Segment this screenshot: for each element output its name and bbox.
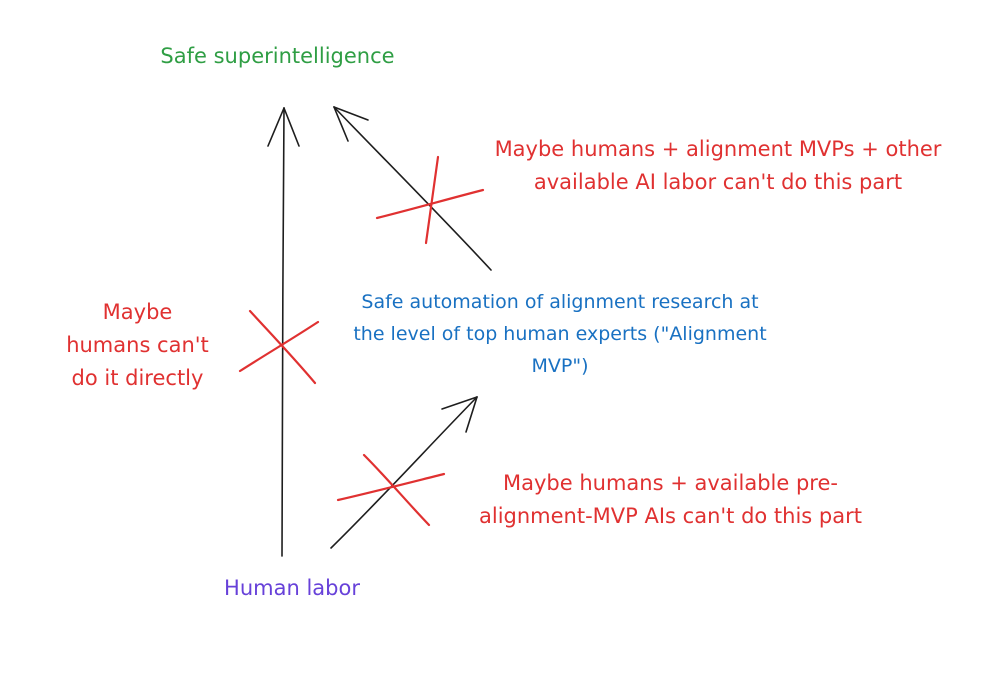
blocker-label-line: Maybe bbox=[102, 300, 173, 324]
mvp-to-goal-cross-mark-icon bbox=[375, 155, 485, 245]
direct-path-blocker-label: Maybe humans can't do it directly bbox=[30, 296, 245, 395]
goal-label-text: Safe superintelligence bbox=[160, 44, 395, 68]
start-label-text: Human labor bbox=[224, 576, 360, 600]
mvp-to-goal-blocker-label: Maybe humans + alignment MVPs + other av… bbox=[463, 133, 973, 199]
direct-path-cross-mark-icon bbox=[238, 309, 320, 385]
blocker-label-line: Maybe humans + available pre- bbox=[503, 471, 838, 495]
intermediate-label-line: Safe automation of alignment research at bbox=[361, 291, 759, 313]
blocker-label-line: Maybe humans + alignment MVPs + other bbox=[494, 137, 942, 161]
intermediate-label-line: the level of top human experts ("Alignme… bbox=[353, 323, 767, 345]
direct-path-arrow-icon bbox=[267, 107, 300, 557]
blocker-label-line: do it directly bbox=[71, 366, 204, 390]
blocker-label-line: available AI labor can't do this part bbox=[533, 170, 903, 194]
goal-label: Safe superintelligence bbox=[100, 42, 455, 70]
blocker-label-line: alignment-MVP AIs can't do this part bbox=[479, 504, 862, 528]
blocker-label-line: humans can't bbox=[66, 333, 209, 357]
start-label: Human labor bbox=[192, 574, 392, 602]
intermediate-label-line: MVP") bbox=[531, 355, 589, 377]
start-to-mvp-arrow-icon bbox=[330, 396, 478, 549]
start-to-mvp-blocker-label: Maybe humans + available pre- alignment-… bbox=[463, 467, 878, 533]
start-to-mvp-cross-mark-icon bbox=[336, 453, 446, 527]
mvp-to-goal-arrow-icon bbox=[333, 106, 492, 271]
intermediate-label: Safe automation of alignment research at… bbox=[305, 286, 815, 382]
